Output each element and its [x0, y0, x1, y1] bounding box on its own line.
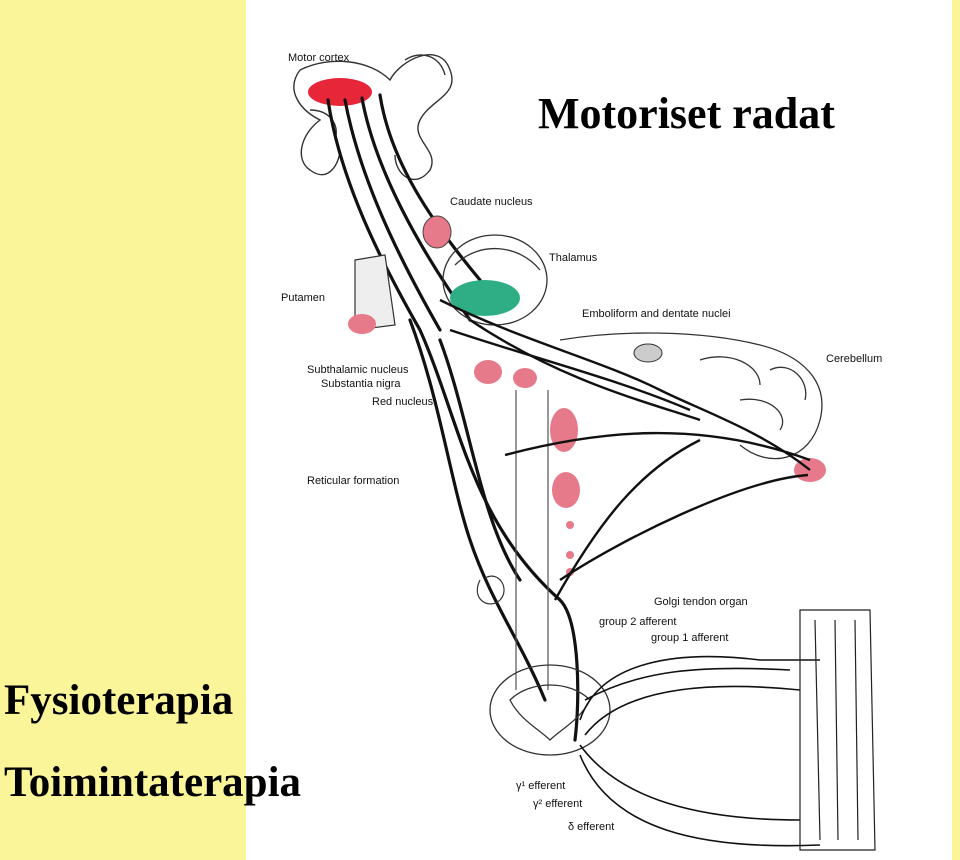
side-band	[0, 0, 246, 860]
spinal-cord-section	[489, 664, 611, 756]
label-caudate-nucleus: Caudate nucleus	[450, 196, 533, 208]
putamen-shape	[348, 254, 396, 334]
label-thalamus: Thalamus	[549, 252, 598, 264]
reticular-gyrus	[476, 575, 505, 605]
label-reticular-formation: Reticular formation	[307, 475, 399, 487]
red-nucleus	[513, 368, 537, 388]
label-group2-afferent: group 2 afferent	[599, 616, 676, 628]
label-substantia-nigra: Substantia nigra	[321, 378, 401, 390]
emboliform-nucleus	[633, 343, 663, 363]
cerebellum-outline	[559, 332, 823, 460]
label-motor-cortex: Motor cortex	[288, 52, 350, 64]
label-red-nucleus: Red nucleus	[372, 396, 434, 408]
right-edge-band	[952, 0, 960, 860]
page-title: Motoriset radat	[538, 89, 835, 138]
side-label-fysioterapia: Fysioterapia	[4, 677, 234, 724]
cerebellar-tracts	[439, 298, 811, 601]
label-group1-afferent: group 1 afferent	[651, 632, 728, 644]
side-label-toimintaterapia: Toimintaterapia	[4, 759, 302, 806]
label-delta-efferent: δ efferent	[568, 821, 614, 833]
motor-cortex-nucleus	[308, 78, 372, 106]
label-putamen: Putamen	[281, 292, 325, 304]
subthalamic-nucleus	[474, 360, 502, 384]
label-subthalamic: Subthalamic nucleus	[307, 364, 409, 376]
peripheral-nerves	[579, 655, 821, 847]
label-emboliform: Emboliform and dentate nuclei	[582, 308, 731, 320]
label-gamma1-efferent: γ¹ efferent	[516, 780, 565, 792]
brainstem-nuclei	[550, 408, 580, 576]
pyramidal-tract	[326, 93, 580, 742]
label-gamma2-efferent: γ² efferent	[533, 798, 582, 810]
caudate-nucleus	[422, 215, 452, 249]
muscle-section	[799, 609, 876, 851]
cortex-outline	[293, 54, 453, 181]
thalamus-nucleus	[450, 280, 520, 316]
label-cerebellum: Cerebellum	[826, 353, 882, 365]
label-golgi-tendon-organ: Golgi tendon organ	[654, 596, 748, 608]
